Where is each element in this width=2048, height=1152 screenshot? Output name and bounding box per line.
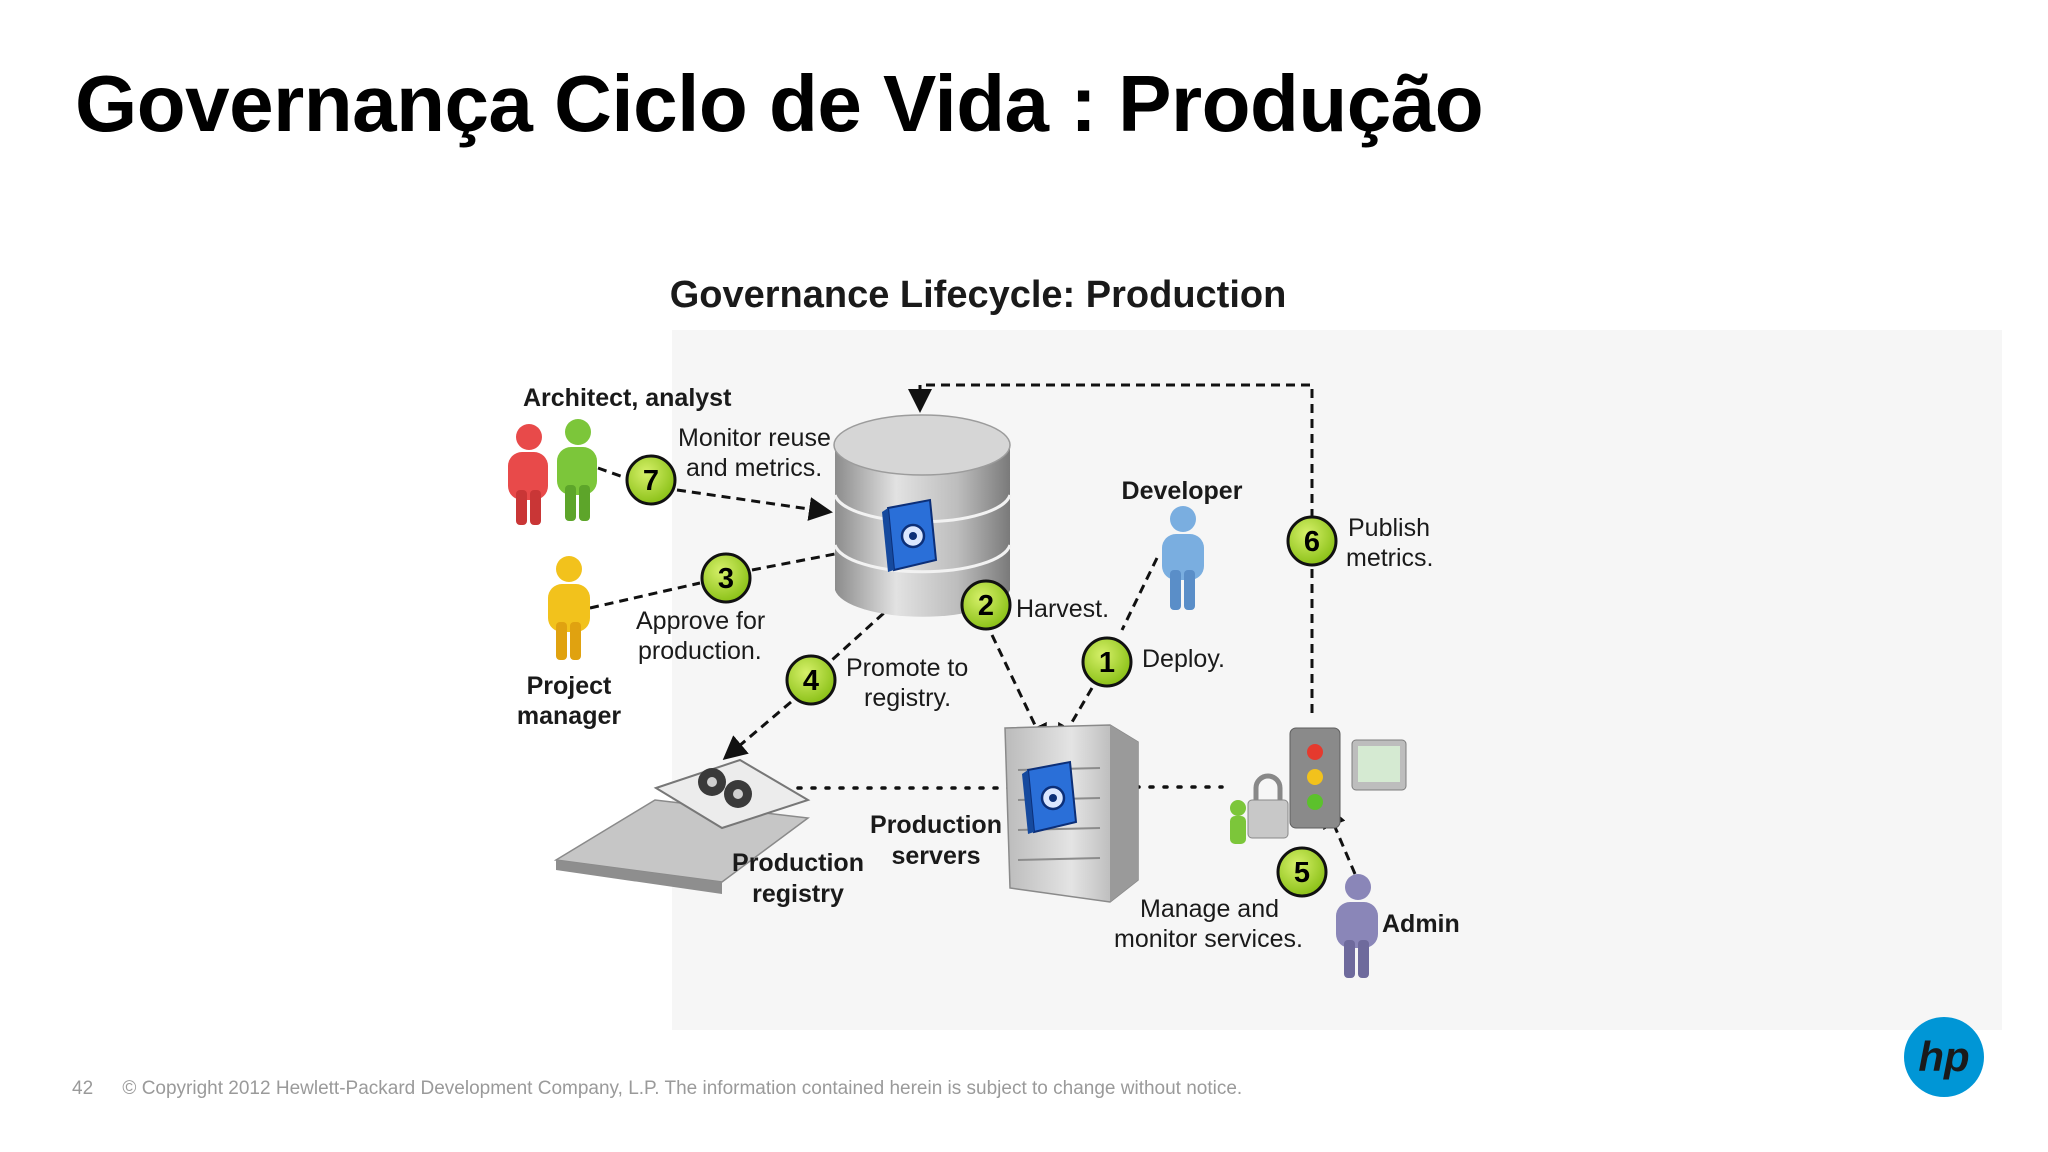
step-3-label-line1: Approve for bbox=[636, 607, 765, 635]
connector-step-2b bbox=[990, 634, 1047, 749]
connector-step-4b bbox=[722, 700, 792, 760]
svg-text:1: 1 bbox=[1099, 647, 1115, 679]
network-line bbox=[796, 785, 1224, 790]
project-manager-label-line1: Project bbox=[527, 672, 612, 700]
step-3-label-line2: production. bbox=[638, 637, 762, 665]
step-5-label-line2: monitor services. bbox=[1114, 925, 1303, 953]
production-servers-label-line2: servers bbox=[892, 842, 981, 870]
developer-person-icon bbox=[1162, 506, 1204, 610]
step-7-label-line1: Monitor reuse bbox=[678, 424, 831, 452]
production-registry-icon bbox=[553, 758, 811, 894]
connector-step-7 bbox=[597, 466, 627, 480]
production-registry-label-line2: registry bbox=[752, 880, 844, 908]
server-book-icon bbox=[1022, 760, 1078, 834]
admin-label: Admin bbox=[1382, 910, 1460, 938]
step-2-circle: 2 bbox=[960, 579, 1012, 631]
svg-text:2: 2 bbox=[978, 590, 994, 622]
production-registry-label-line1: Production bbox=[732, 849, 864, 877]
analyst-person-icon bbox=[557, 419, 597, 521]
hp-logo-text: hp bbox=[1918, 1033, 1969, 1080]
copyright-notice: © Copyright 2012 Hewlett-Packard Develop… bbox=[122, 1078, 1243, 1099]
step-1-circle: 1 bbox=[1081, 636, 1133, 688]
step-3-circle: 3 bbox=[700, 552, 752, 604]
step-2-label: Harvest. bbox=[1016, 595, 1109, 623]
step-1-label: Deploy. bbox=[1142, 645, 1225, 673]
slide-title: Governança Ciclo de Vida : Produção bbox=[75, 59, 1484, 148]
step-4-circle: 4 bbox=[785, 654, 837, 706]
project-manager-label-line2: manager bbox=[517, 702, 621, 730]
step-6-label-line1: Publish bbox=[1348, 514, 1430, 542]
svg-text:4: 4 bbox=[803, 665, 819, 697]
slide-footer: 42 © Copyright 2012 Hewlett-Packard Deve… bbox=[72, 1078, 1242, 1100]
connector-step-1b bbox=[1056, 687, 1094, 749]
step-7-circle: 7 bbox=[625, 454, 677, 506]
svg-text:5: 5 bbox=[1294, 857, 1310, 889]
connector-step-7b bbox=[676, 488, 833, 521]
hp-logo-icon: hp bbox=[1904, 1017, 1984, 1097]
admin-person-icon bbox=[1336, 874, 1378, 978]
production-servers-label-line1: Production bbox=[870, 811, 1002, 839]
step-7-label-line2: and metrics. bbox=[686, 454, 822, 482]
service-book-icon bbox=[882, 498, 938, 572]
step-6-label-line2: metrics. bbox=[1346, 544, 1434, 572]
svg-text:7: 7 bbox=[643, 465, 659, 497]
architect-analyst-label: Architect, analyst bbox=[523, 384, 732, 412]
diagram-title: Governance Lifecycle: Production bbox=[669, 274, 1287, 316]
monitoring-station-icon bbox=[1230, 727, 1407, 844]
step-4-label-line1: Promote to bbox=[846, 654, 968, 682]
project-manager-person-icon bbox=[548, 556, 590, 660]
step-5-circle: 5 bbox=[1276, 846, 1328, 898]
architect-person-icon bbox=[508, 424, 548, 525]
step-5-label-line1: Manage and bbox=[1140, 895, 1279, 923]
step-4-label-line2: registry. bbox=[864, 684, 951, 712]
page-number: 42 bbox=[72, 1078, 94, 1099]
developer-label: Developer bbox=[1122, 477, 1243, 505]
svg-text:6: 6 bbox=[1304, 526, 1320, 558]
svg-text:3: 3 bbox=[718, 563, 734, 595]
step-6-circle: 6 bbox=[1286, 515, 1338, 567]
connector-step-3 bbox=[589, 581, 701, 610]
connector-step-1 bbox=[1120, 557, 1159, 631]
